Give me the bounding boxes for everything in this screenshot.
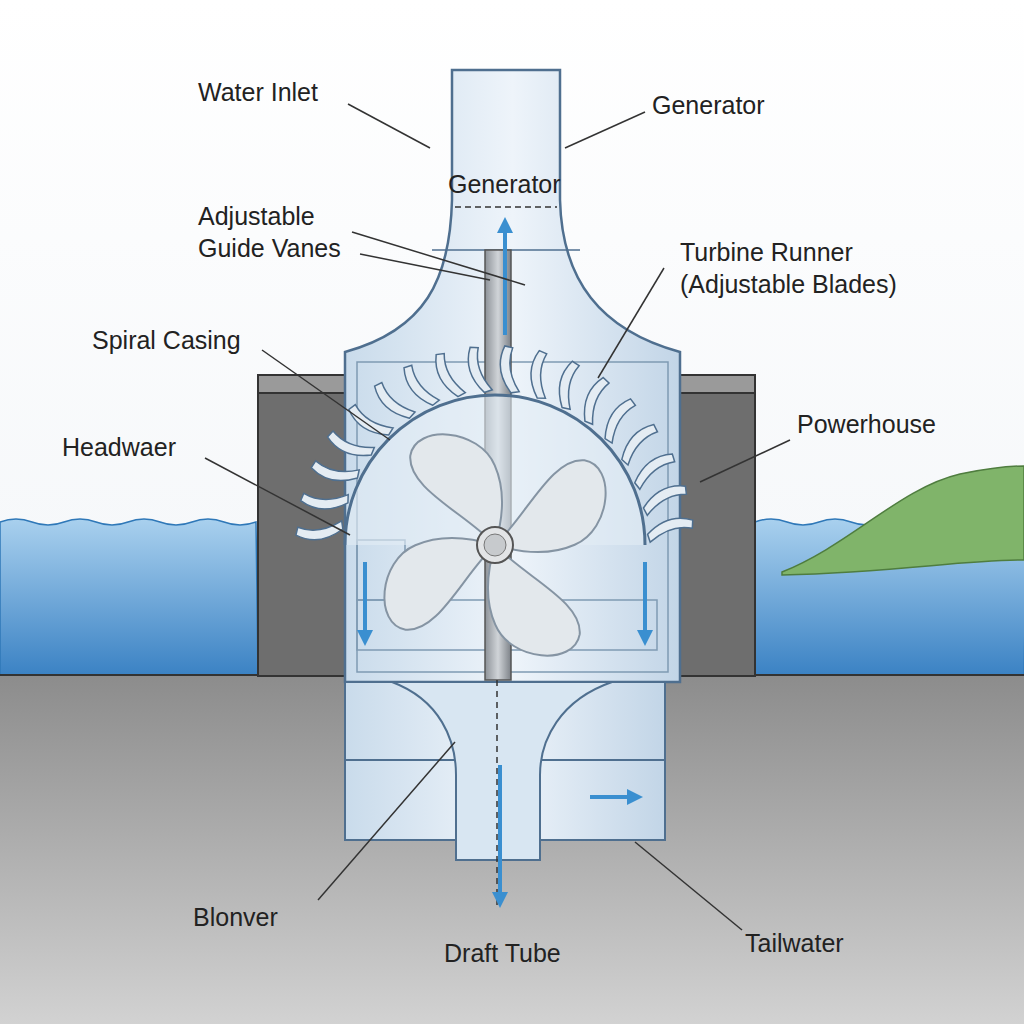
part-label: Turbine Runner (Adjustable Blades) [680, 236, 920, 300]
part-label: Draft Tube [444, 937, 644, 969]
ground [0, 675, 1024, 1024]
part-label: Adjustable Guide Vanes [198, 200, 363, 264]
axis-line [496, 680, 498, 905]
turbine-casing [345, 70, 680, 682]
part-label: Powerhouse [797, 408, 997, 440]
turbine-runner [369, 419, 622, 672]
wall-cap [679, 375, 755, 393]
riverbank [782, 466, 1024, 575]
part-label: Generator [448, 168, 608, 200]
headwater [0, 519, 258, 675]
flow-arrows [365, 225, 645, 900]
part-label: Generator [652, 89, 852, 121]
part-label: Headwaer [62, 431, 242, 463]
part-label: Tailwater [745, 927, 945, 959]
part-label: Water Inlet [198, 76, 418, 108]
part-label: Spiral Casing [92, 324, 312, 356]
powerhouse-wall [679, 392, 755, 676]
part-label: Blonver [193, 901, 353, 933]
generator-line [455, 206, 557, 208]
